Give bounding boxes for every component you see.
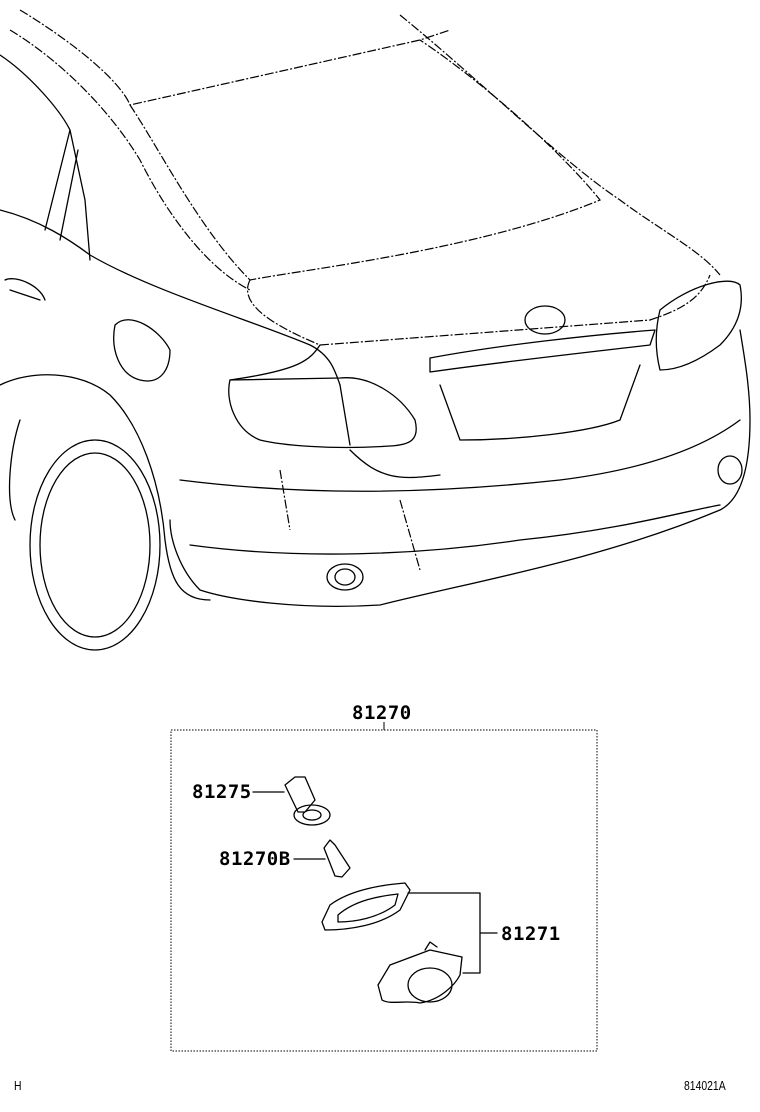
part-number-81270b[interactable]: 81270B [219, 848, 291, 870]
lamp-lens-part-illustration [321, 882, 498, 1004]
assembly-part-number-81270[interactable]: 81270 [352, 702, 412, 724]
illustration-id: 814021A [684, 1078, 726, 1093]
part-number-81275[interactable]: 81275 [192, 781, 252, 803]
part-number-81271[interactable]: 81271 [501, 923, 561, 945]
assembly-box [170, 729, 598, 1052]
car-rear-illustration [0, 9, 751, 651]
socket-part-illustration [252, 776, 331, 826]
footer-code-left: H [14, 1078, 22, 1093]
bulb-part-illustration [293, 839, 351, 878]
